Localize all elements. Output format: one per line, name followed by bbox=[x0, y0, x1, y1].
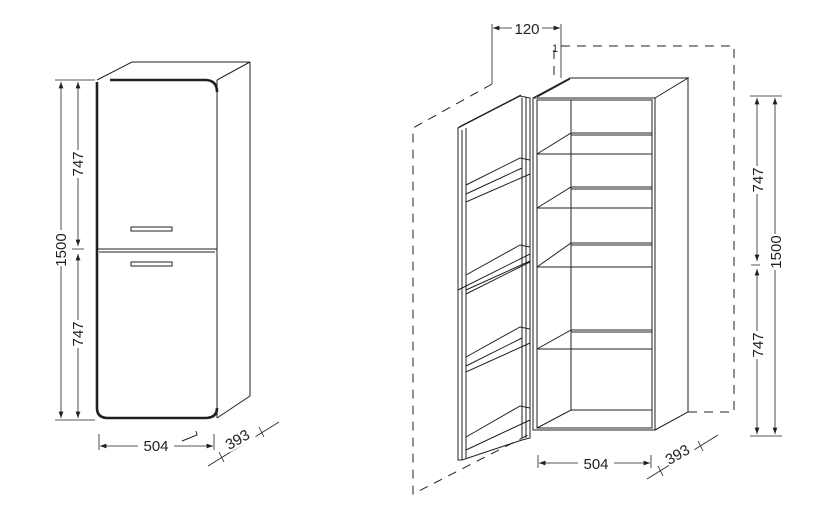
marker-label: 1 bbox=[552, 43, 558, 55]
shelves bbox=[536, 132, 652, 429]
lower-door-handle bbox=[130, 261, 173, 267]
door-outline bbox=[95, 78, 219, 420]
door-rack bbox=[465, 405, 531, 451]
dim-height-total: 1500 bbox=[768, 235, 785, 268]
open-cabinet bbox=[457, 77, 690, 461]
door-swing-arrow-icon bbox=[181, 430, 198, 442]
cabinet-side bbox=[216, 62, 251, 419]
dim-height-total: 1500 bbox=[53, 233, 70, 266]
door-split bbox=[457, 253, 531, 295]
dim-width: 504 bbox=[143, 438, 168, 455]
cabinet-side bbox=[654, 78, 689, 431]
shelf bbox=[536, 186, 652, 209]
dim-height-lower: 747 bbox=[750, 332, 767, 357]
open-dimensions: 1500 747 747 504 393 bbox=[537, 95, 785, 480]
door-edge bbox=[461, 128, 467, 460]
closed-dimensions: 1500 747 747 504 393 bbox=[53, 79, 280, 467]
shelf bbox=[536, 329, 652, 350]
cabinet-interior bbox=[536, 99, 653, 429]
closed-cabinet bbox=[95, 61, 251, 442]
open-door bbox=[457, 94, 531, 461]
dim-height-upper: 747 bbox=[750, 167, 767, 192]
dim-width: 504 bbox=[583, 456, 608, 473]
door-clearance-dimension: 120 bbox=[491, 20, 562, 84]
upper-door-handle bbox=[130, 226, 173, 232]
cabinet-floor bbox=[536, 409, 652, 429]
door-rack bbox=[465, 244, 531, 291]
dim-height-upper: 747 bbox=[70, 151, 87, 176]
dim-height-lower: 747 bbox=[70, 321, 87, 346]
cabinet-front-frame bbox=[532, 97, 656, 431]
door-rack bbox=[465, 157, 531, 203]
cabinet-top bbox=[96, 61, 251, 81]
door-rack bbox=[465, 326, 531, 373]
door-split bbox=[97, 248, 217, 253]
shelf bbox=[536, 242, 652, 268]
shelf bbox=[536, 132, 652, 155]
clearance-outline: 1 bbox=[412, 43, 735, 495]
dim-door-clearance: 120 bbox=[514, 21, 539, 38]
door-panel bbox=[457, 95, 531, 461]
cabinet-top bbox=[532, 77, 690, 99]
